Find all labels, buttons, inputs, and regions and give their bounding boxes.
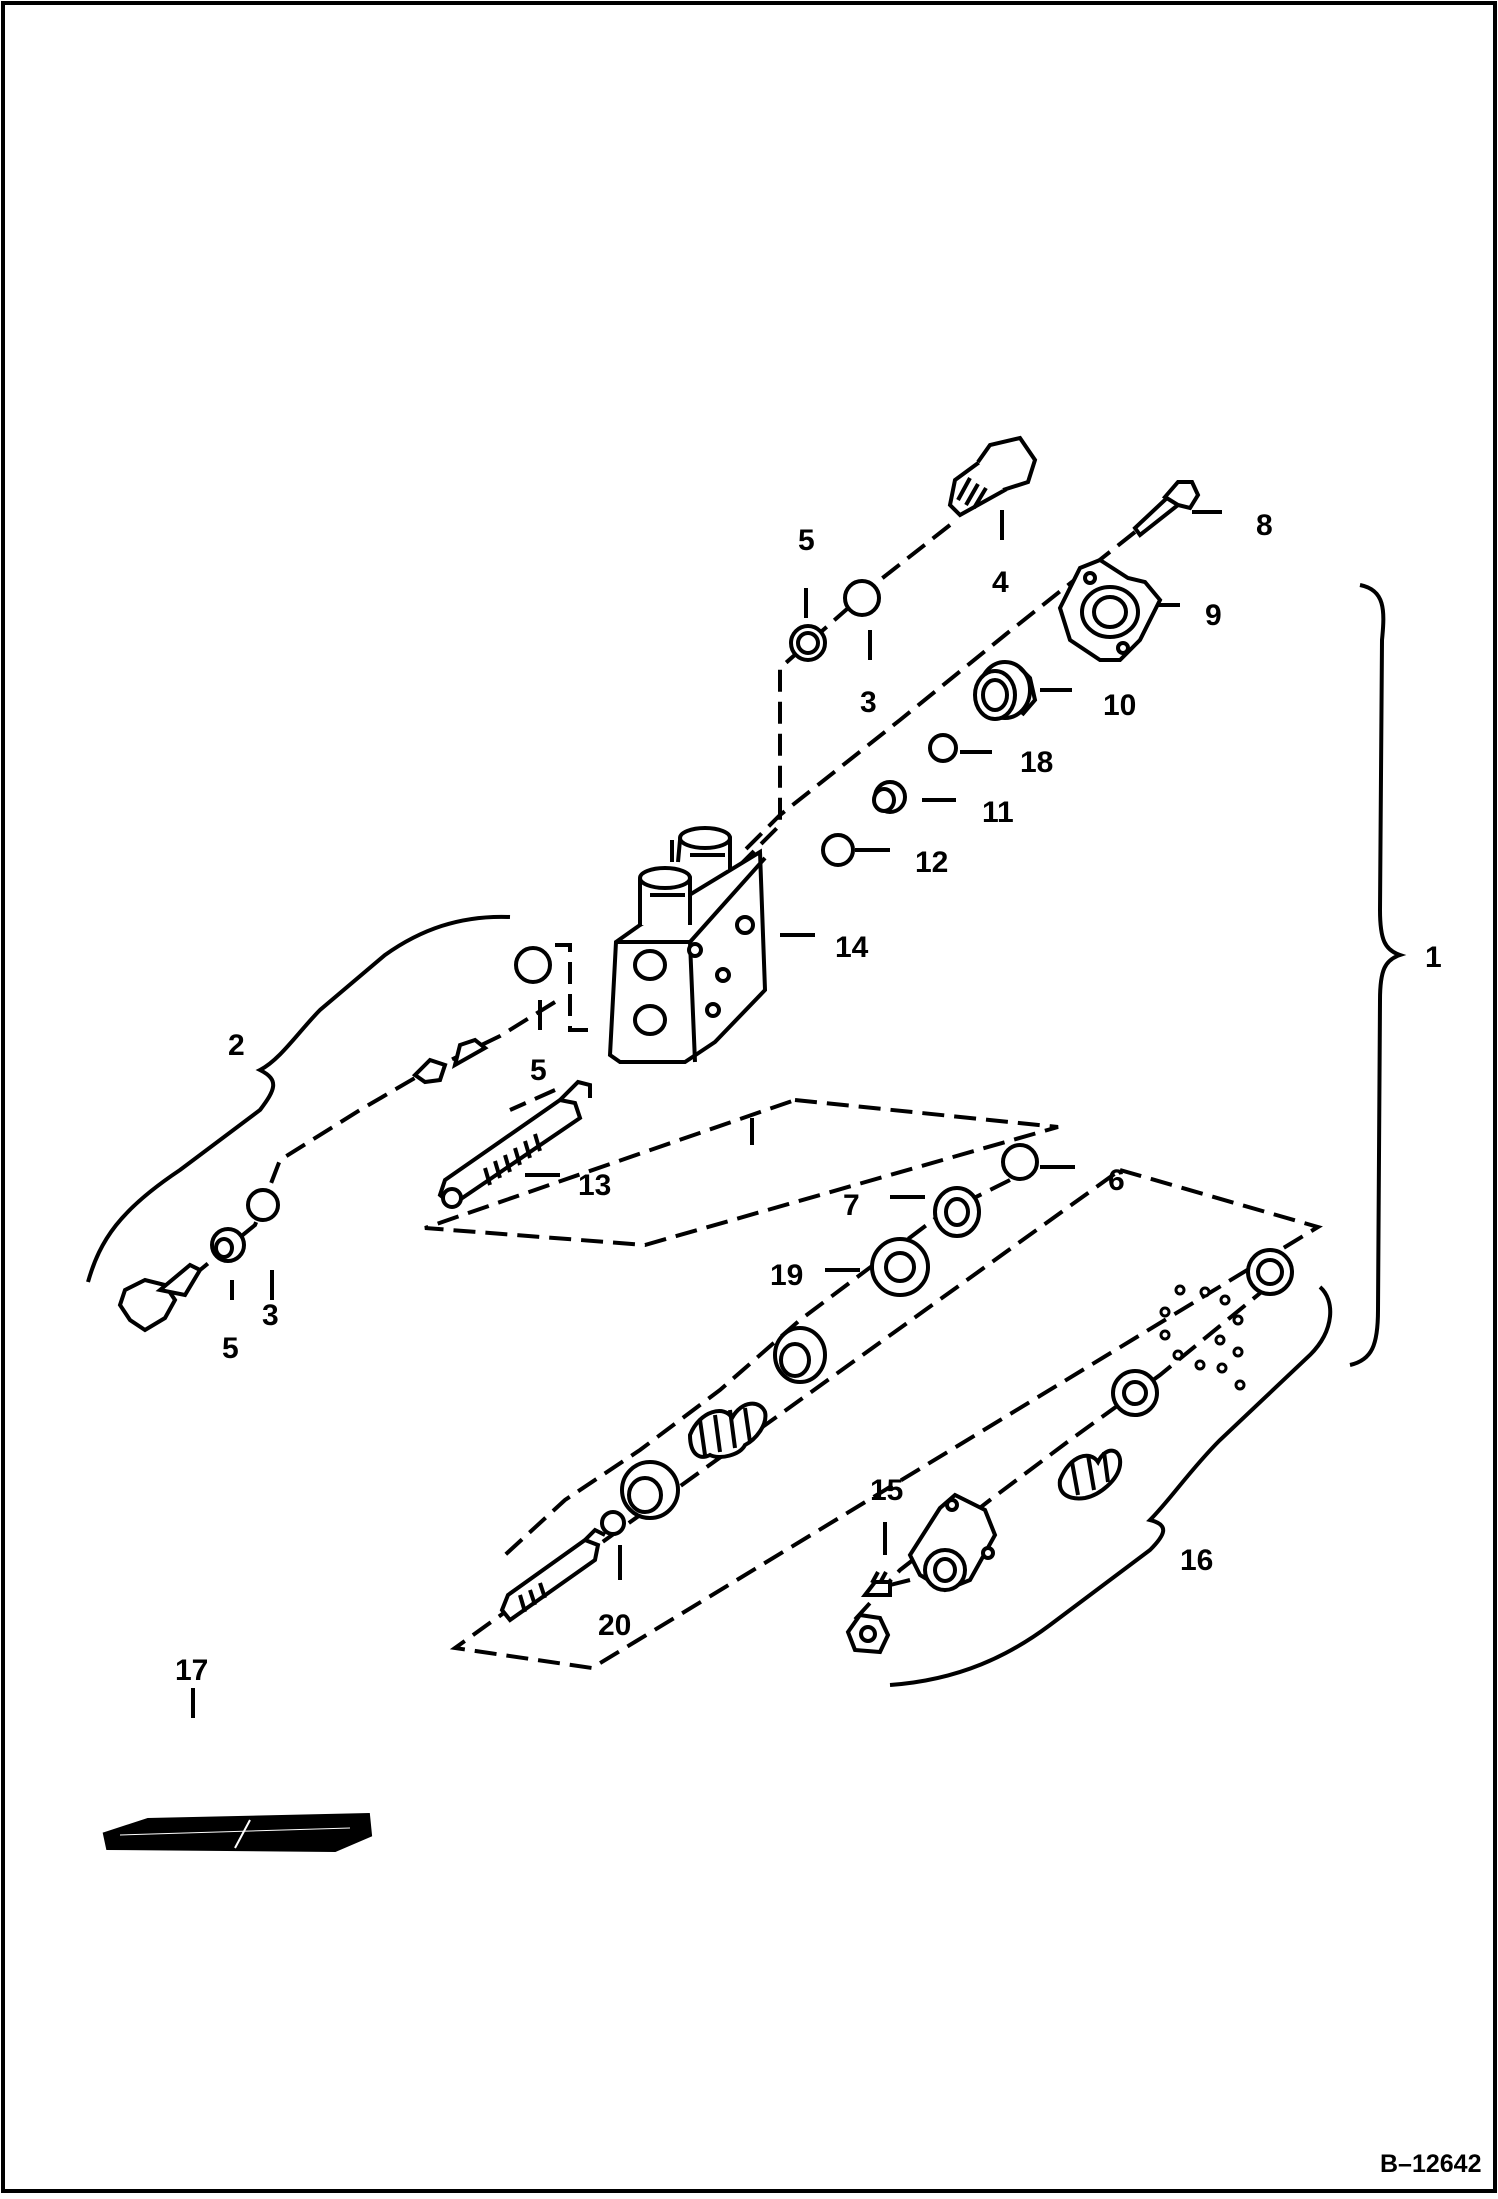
part-15-screw bbox=[860, 1571, 892, 1597]
seal-stack bbox=[773, 1186, 981, 1384]
o-rings bbox=[246, 579, 1039, 1536]
part-17-decal bbox=[102, 1812, 373, 1853]
leader-lines bbox=[191, 510, 1222, 1718]
callout-14: 14 bbox=[835, 931, 869, 964]
callout-7: 7 bbox=[843, 1189, 860, 1222]
part-20-poppet bbox=[499, 1527, 606, 1623]
part-10-fitting bbox=[973, 660, 1038, 721]
part-8-capscrew bbox=[1132, 480, 1201, 538]
callout-5-middle: 5 bbox=[530, 1054, 547, 1087]
callout-5-lower: 5 bbox=[222, 1332, 239, 1365]
callout-19: 19 bbox=[770, 1259, 803, 1292]
part-11-plug bbox=[872, 780, 907, 814]
spring-stack bbox=[620, 1401, 768, 1520]
callout-8: 8 bbox=[1256, 509, 1273, 542]
group-braces bbox=[86, 583, 1407, 1687]
callout-5-upper: 5 bbox=[798, 524, 815, 557]
callout-1: 1 bbox=[1425, 941, 1442, 974]
part-16-relief-cap bbox=[845, 1248, 1294, 1655]
callout-20: 20 bbox=[598, 1609, 631, 1642]
part-13-spool bbox=[437, 1079, 592, 1209]
part-4-fitting bbox=[947, 435, 1038, 518]
dashed-centerlines bbox=[198, 523, 1323, 1671]
callout-17: 17 bbox=[175, 1654, 208, 1687]
callout-12: 12 bbox=[915, 846, 948, 879]
callout-13: 13 bbox=[578, 1169, 611, 1202]
dot-pattern bbox=[1159, 1284, 1246, 1391]
callout-9: 9 bbox=[1205, 599, 1222, 632]
callout-labels: 1 2 3 3 4 5 5 5 6 7 8 9 10 11 12 13 14 1… bbox=[175, 509, 1481, 2178]
callout-11: 11 bbox=[982, 796, 1014, 829]
part-2-check-plug bbox=[411, 1037, 489, 1085]
part-5-plug-hex bbox=[117, 1227, 246, 1333]
part-14-valve-body bbox=[607, 826, 768, 1064]
drawing-reference-number: B–12642 bbox=[1380, 2150, 1481, 2178]
callout-16: 16 bbox=[1180, 1544, 1213, 1577]
callout-18: 18 bbox=[1020, 746, 1053, 779]
callout-3-upper: 3 bbox=[860, 686, 877, 719]
callout-10: 10 bbox=[1103, 689, 1136, 722]
callout-15: 15 bbox=[870, 1474, 903, 1507]
callout-6: 6 bbox=[1108, 1164, 1125, 1197]
callout-4: 4 bbox=[992, 566, 1009, 599]
callout-3-lower: 3 bbox=[262, 1299, 279, 1332]
callout-2: 2 bbox=[228, 1029, 245, 1062]
part-9-flange bbox=[1057, 557, 1163, 662]
